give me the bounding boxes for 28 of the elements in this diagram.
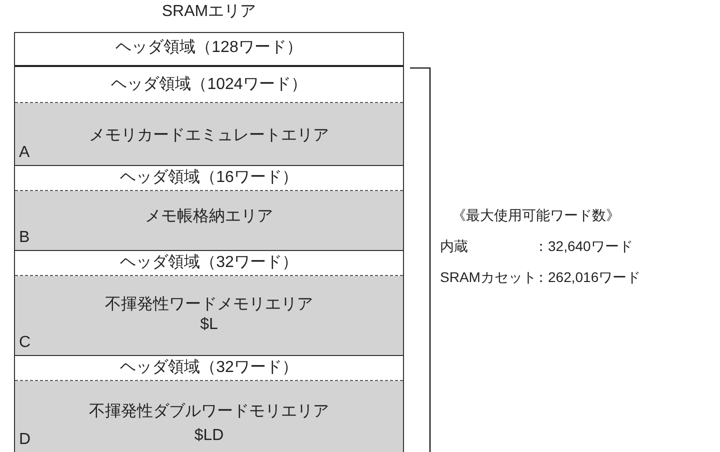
area-letter: D [19, 431, 31, 449]
note-text: SRAMカセット [440, 268, 536, 286]
area-name: 不揮発性ダブルワードモリエリア [89, 403, 329, 421]
area-title: SRAMエリア [162, 2, 256, 22]
memory-area-band [15, 276, 403, 356]
note-text: ：32,640ワード [534, 237, 633, 255]
note-text: 内蔵 [440, 237, 468, 255]
header-band [15, 166, 403, 191]
area-name: ヘッダ領域（128ワード） [116, 39, 302, 57]
device-name: $L [200, 316, 218, 334]
memory-area-band [15, 191, 403, 251]
area-name: ヘッダ領域（16ワード） [120, 169, 298, 187]
area-name: ヘッダ領域（32ワード） [120, 359, 298, 377]
area-letter: B [19, 229, 30, 247]
area-name: メモリカードエミュレートエリア [89, 127, 329, 145]
area-name: 不揮発性ワードメモリエリア [105, 296, 313, 314]
area-name: メモ帳格納エリア [145, 208, 273, 226]
memory-area-band [15, 381, 403, 452]
note-heading: 《最大使用可能ワード数》 [452, 206, 620, 224]
area-letter: A [19, 144, 30, 162]
area-name: ヘッダ領域（32ワード） [120, 254, 298, 272]
memory-area-band [15, 103, 403, 166]
area-name: ヘッダ領域（1024ワード） [111, 76, 307, 94]
header-band [15, 356, 403, 381]
header-band [15, 251, 403, 276]
device-name: $LD [194, 427, 224, 445]
note-text: ：262,016ワード [534, 268, 641, 286]
area-letter: C [19, 334, 31, 352]
